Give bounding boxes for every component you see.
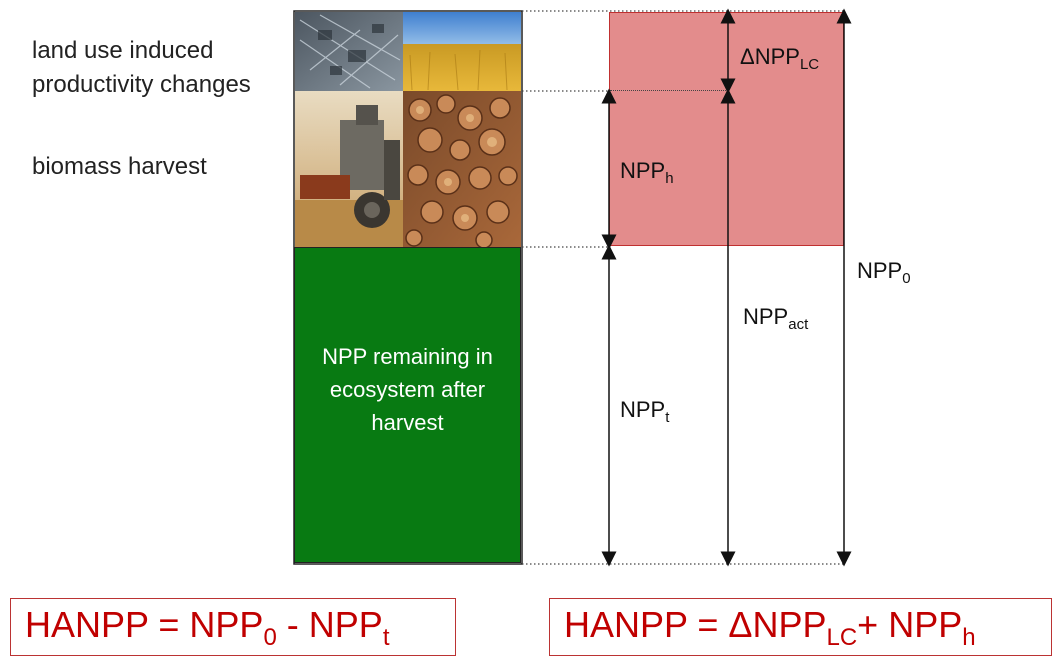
label-land-use: land use induced productivity changes [32,34,251,102]
label-land-use-line2: productivity changes [32,71,251,98]
label-npp-h-sub: h [665,170,674,187]
label-npp-t: NPPt [620,397,669,426]
formula-right-lhs: HANPP = ΔNPP [564,604,827,645]
npp-remaining-line1: NPP remaining in [322,344,493,369]
formula-left-sub2: t [382,624,390,651]
label-npp-t-main: NPP [620,397,666,422]
label-npp-0: NPP0 [857,258,911,287]
label-delta-npp-lc-sub: LC [799,56,820,73]
label-npp-t-sub: t [665,409,670,426]
label-npp-0-sub: 0 [902,270,911,287]
formula-left-box: HANPP = NPP0 - NPPt [10,598,456,656]
npp-remaining-block [294,247,521,563]
label-npp-h: NPPh [620,158,674,187]
label-npp-h-main: NPP [620,158,666,183]
photo-urban-landuse [295,12,403,91]
formula-left-sub1: 0 [263,624,277,651]
npp-remaining-text: NPP remaining in ecosystem after harvest [294,340,521,439]
photo-log-pile [403,91,521,249]
formula-left-lhs: HANPP = NPP [25,604,264,645]
npp-remaining-line2: ecosystem after [329,377,486,402]
photo-wheat-field [403,12,521,91]
formula-left-mid: - NPP [276,604,383,645]
dotted-guides [522,10,844,565]
formula-right-box: HANPP = ΔNPPLC+ NPPh [549,598,1052,656]
npp-remaining-line3: harvest [371,410,444,435]
label-npp-act-sub: act [788,316,809,333]
label-npp-act: NPPact [743,304,808,333]
label-delta-npp-lc-main: ΔNPP [740,44,800,69]
label-npp-act-main: NPP [743,304,789,329]
label-land-use-line1: land use induced [32,37,214,64]
label-npp-0-main: NPP [857,258,903,283]
formula-right-sub2: h [962,624,976,651]
label-biomass-harvest: biomass harvest [32,153,207,180]
label-delta-npp-lc: ΔNPPLC [740,44,819,73]
formula-right-mid: + NPP [857,604,963,645]
red-block-divider [610,90,728,91]
photo-combine-harvester [295,91,403,247]
formula-right-sub1: LC [826,624,858,651]
